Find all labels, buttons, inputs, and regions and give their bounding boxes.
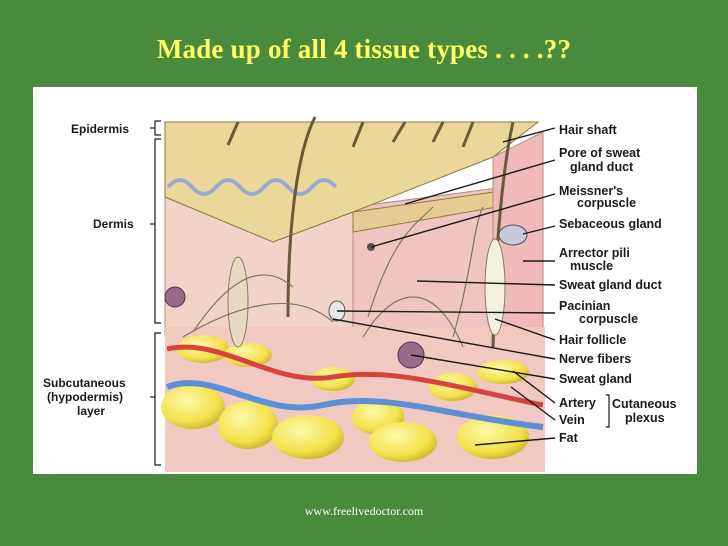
label-arrector-1: Arrector pili [559, 246, 630, 260]
hair-follicle-left [227, 256, 249, 348]
plexus-bracket [606, 394, 610, 428]
left-brackets [150, 120, 161, 466]
label-sweat-duct: Sweat gland duct [559, 278, 663, 292]
label-subcutaneous-1: Subcutaneous [43, 376, 126, 390]
label-cutaneous-1: Cutaneous [612, 397, 677, 411]
fat-lobules [161, 335, 529, 462]
skin-cross-section-diagram: Epidermis Dermis Subcutaneous (hypodermi… [43, 116, 677, 472]
label-pacinian-1: Pacinian [559, 299, 610, 313]
hair-follicle-right [484, 238, 506, 336]
label-artery: Artery [559, 396, 596, 410]
label-pore-1: Pore of sweat [559, 146, 641, 160]
label-meissner-2: corpuscle [577, 196, 636, 210]
label-cutaneous-2: plexus [625, 411, 665, 425]
label-fat: Fat [559, 431, 579, 445]
label-sweat-gland: Sweat gland [559, 372, 632, 386]
leader-lines [332, 127, 556, 446]
label-epidermis: Epidermis [71, 122, 129, 136]
sebaceous-gland [498, 224, 528, 246]
label-nerve-fibers: Nerve fibers [559, 352, 631, 366]
label-hair-shaft: Hair shaft [559, 123, 617, 137]
vein-vessel [165, 380, 544, 430]
skin-diagram-panel: Epidermis Dermis Subcutaneous (hypodermi… [33, 87, 697, 474]
label-hair-follicle: Hair follicle [559, 333, 626, 347]
nerve-fibers [182, 206, 484, 348]
sweat-gland-left [164, 286, 186, 308]
label-meissner-1: Meissner's [559, 184, 623, 198]
label-dermis: Dermis [93, 217, 134, 231]
label-pacinian-2: corpuscle [579, 312, 638, 326]
slide-title: Made up of all 4 tissue types . . . .?? [156, 34, 572, 64]
label-subcutaneous-2: (hypodermis) [47, 390, 123, 404]
artery-vessel [166, 344, 544, 408]
dermal-papillae [166, 178, 338, 196]
label-vein: Vein [559, 413, 585, 427]
slide-footer: www.freelivedoctor.com [304, 504, 424, 518]
label-pore-2: gland duct [570, 160, 634, 174]
label-arrector-2: muscle [570, 259, 613, 273]
label-sebaceous: Sebaceous gland [559, 217, 662, 231]
label-subcutaneous-3: layer [77, 404, 105, 418]
